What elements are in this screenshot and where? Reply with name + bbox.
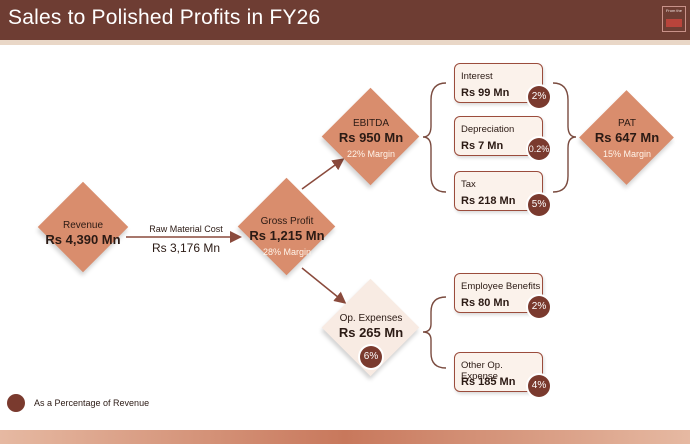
revenue-value: Rs 4,390 Mn: [45, 232, 121, 247]
other-op-expense-value: Rs 185 Mn: [461, 376, 516, 388]
revenue-label: Revenue Rs 4,390 Mn: [44, 220, 122, 248]
op-expenses-value: Rs 265 Mn: [338, 325, 404, 340]
logo-mark-icon: [666, 19, 682, 27]
header-band: [0, 40, 690, 45]
gross-profit-label: Gross Profit Rs 1,215 Mn 28% Margin: [240, 216, 334, 257]
other-op-expense-pct-badge: 4%: [528, 375, 550, 397]
gross-profit-title: Gross Profit: [260, 216, 314, 227]
interest-box: Interest Rs 99 Mn: [454, 63, 543, 103]
pat-margin: 15% Margin: [602, 148, 652, 159]
brace-opex: [422, 296, 447, 369]
other-op-expense-title: Other Op. Expense: [461, 360, 503, 382]
page-title: Sales to Polished Profits in FY26: [8, 6, 321, 29]
gross-profit-value: Rs 1,215 Mn: [249, 228, 325, 243]
revenue-title: Revenue: [62, 220, 104, 231]
interest-title: Interest: [461, 71, 493, 82]
gross-profit-margin: 28% Margin: [262, 246, 312, 257]
ebitda-label: EBITDA Rs 950 Mn 22% Margin: [324, 118, 418, 159]
tax-pct-badge: 5%: [528, 194, 550, 216]
pat-value: Rs 647 Mn: [594, 130, 660, 145]
tax-title: Tax: [461, 179, 476, 190]
depreciation-value: Rs 7 Mn: [461, 140, 504, 152]
raw-material-title: Raw Material Cost: [149, 224, 223, 234]
brace-ebitda: [422, 82, 447, 193]
op-expenses-label: Op. Expenses Rs 265 Mn: [324, 313, 418, 341]
logo-text: From the: [665, 8, 682, 13]
pat-title: PAT: [618, 118, 636, 129]
legend-dot-icon: [7, 394, 25, 412]
arrow-gross-to-ebitda: [301, 158, 345, 190]
ebitda-margin: 22% Margin: [346, 148, 396, 159]
op-expenses-title: Op. Expenses: [339, 313, 403, 324]
brace-pat: [552, 82, 577, 193]
raw-material-value: Rs 3,176 Mn: [151, 241, 221, 255]
arrow-gross-to-opex: [301, 267, 347, 304]
pat-label: PAT Rs 647 Mn 15% Margin: [580, 118, 674, 159]
depreciation-title: Depreciation: [461, 124, 515, 135]
ebitda-value: Rs 950 Mn: [338, 130, 404, 145]
op-expenses-pct-badge: 6%: [360, 346, 382, 368]
legend-label: As a Percentage of Revenue: [34, 398, 150, 408]
employee-benefits-title: Employee Benefits: [461, 281, 541, 292]
depreciation-box: Depreciation Rs 7 Mn: [454, 116, 543, 156]
interest-pct-badge: 2%: [528, 86, 550, 108]
interest-value: Rs 99 Mn: [461, 87, 510, 99]
footer-band: [0, 430, 690, 444]
depreciation-pct-badge: 0.2%: [528, 138, 550, 160]
employee-benefits-pct-badge: 2%: [528, 296, 550, 318]
employee-benefits-value: Rs 80 Mn: [461, 297, 510, 309]
company-logo: From the: [662, 6, 686, 32]
header-bar: Sales to Polished Profits in FY26 From t…: [0, 0, 690, 40]
raw-material-label: Raw Material Cost: [136, 224, 236, 234]
ebitda-title: EBITDA: [352, 118, 390, 129]
tax-value: Rs 218 Mn: [461, 195, 516, 207]
